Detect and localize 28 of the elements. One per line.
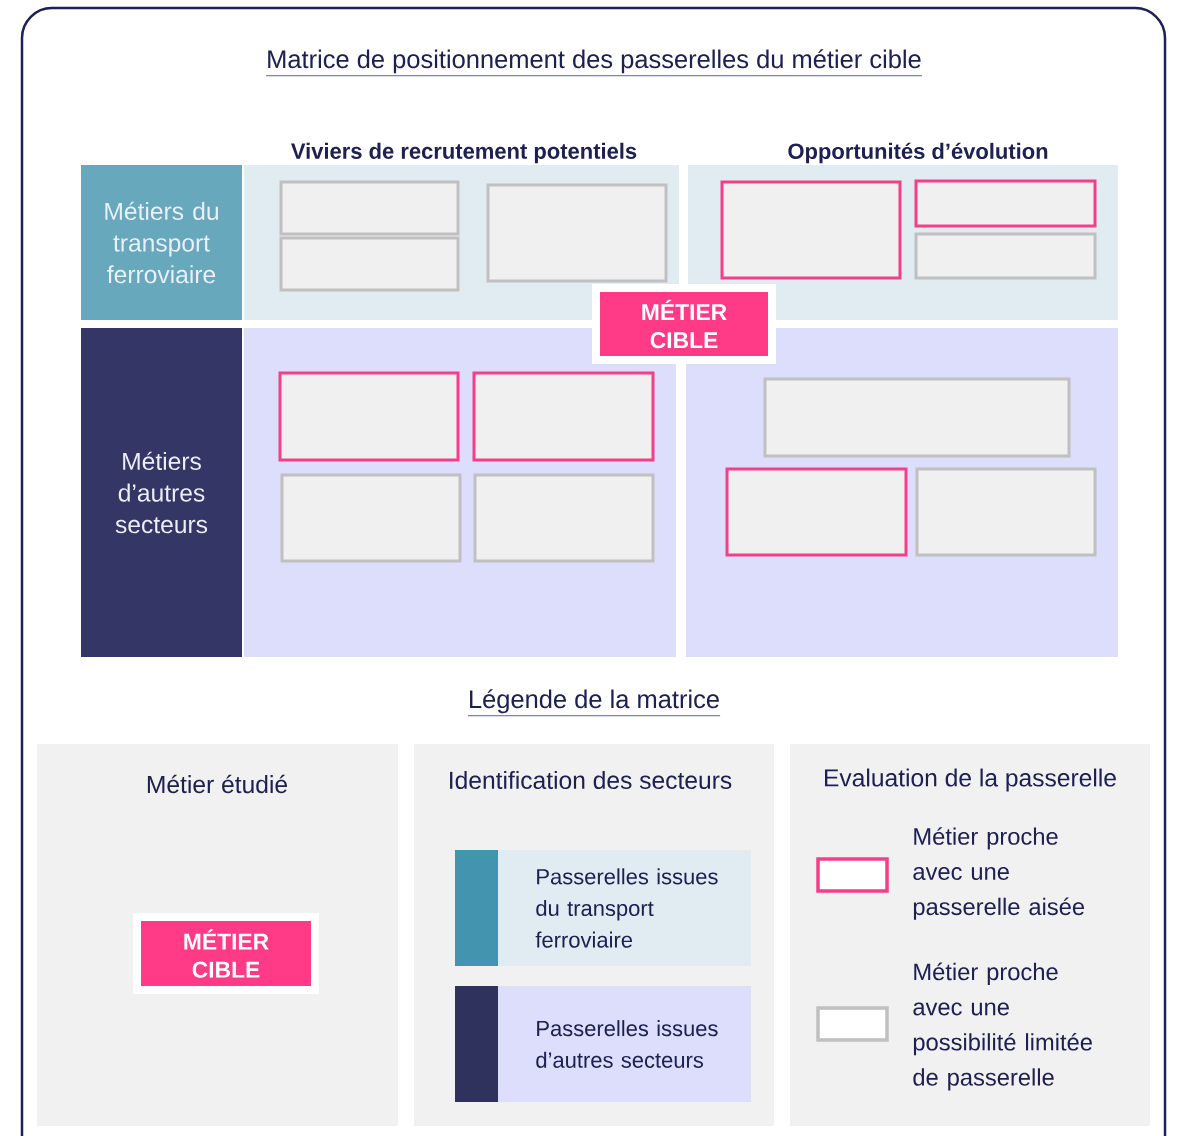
target-job-box: MÉTIER CIBLE [133,913,319,994]
job-box [280,473,462,563]
legend-entry: Métier proche avec une passerelle aisée [816,827,1085,920]
job-box [473,473,655,563]
column-heading: Opportunités d’évolution [788,142,1048,164]
job-box [486,183,668,283]
job-box [278,371,460,462]
job-box [763,377,1071,458]
job-box [914,232,1097,280]
column-heading: Viviers de recrutement potentiels [291,142,637,164]
legend-entry: Métier proche avec une possibilité limitée de passerelle [816,962,1092,1091]
job-box [720,180,902,280]
row-header: Métiers du transport ferroviaire [81,165,242,320]
job-box [915,467,1097,557]
row-header: Métiers d’autres secteurs [81,328,242,657]
job-box [472,371,655,462]
job-box [279,180,460,236]
legend-title: Légende de la matrice [467,689,721,717]
legend-text: Passerelles issues du transport ferroviaire [498,850,751,966]
job-box [725,467,908,557]
job-box [279,236,460,292]
title: Matrice de positionnement des passerelles du métier cible [265,49,923,77]
job-box [914,179,1097,228]
legend-text: Passerelles issues d’autres secteurs [498,986,751,1102]
panel-heading: Evaluation de la passerelle [825,768,1116,792]
panel-heading: Identification des secteurs [450,770,732,790]
target-job-box: MÉTIER CIBLE [592,284,776,364]
panel-heading: Métier étudié [147,774,287,794]
